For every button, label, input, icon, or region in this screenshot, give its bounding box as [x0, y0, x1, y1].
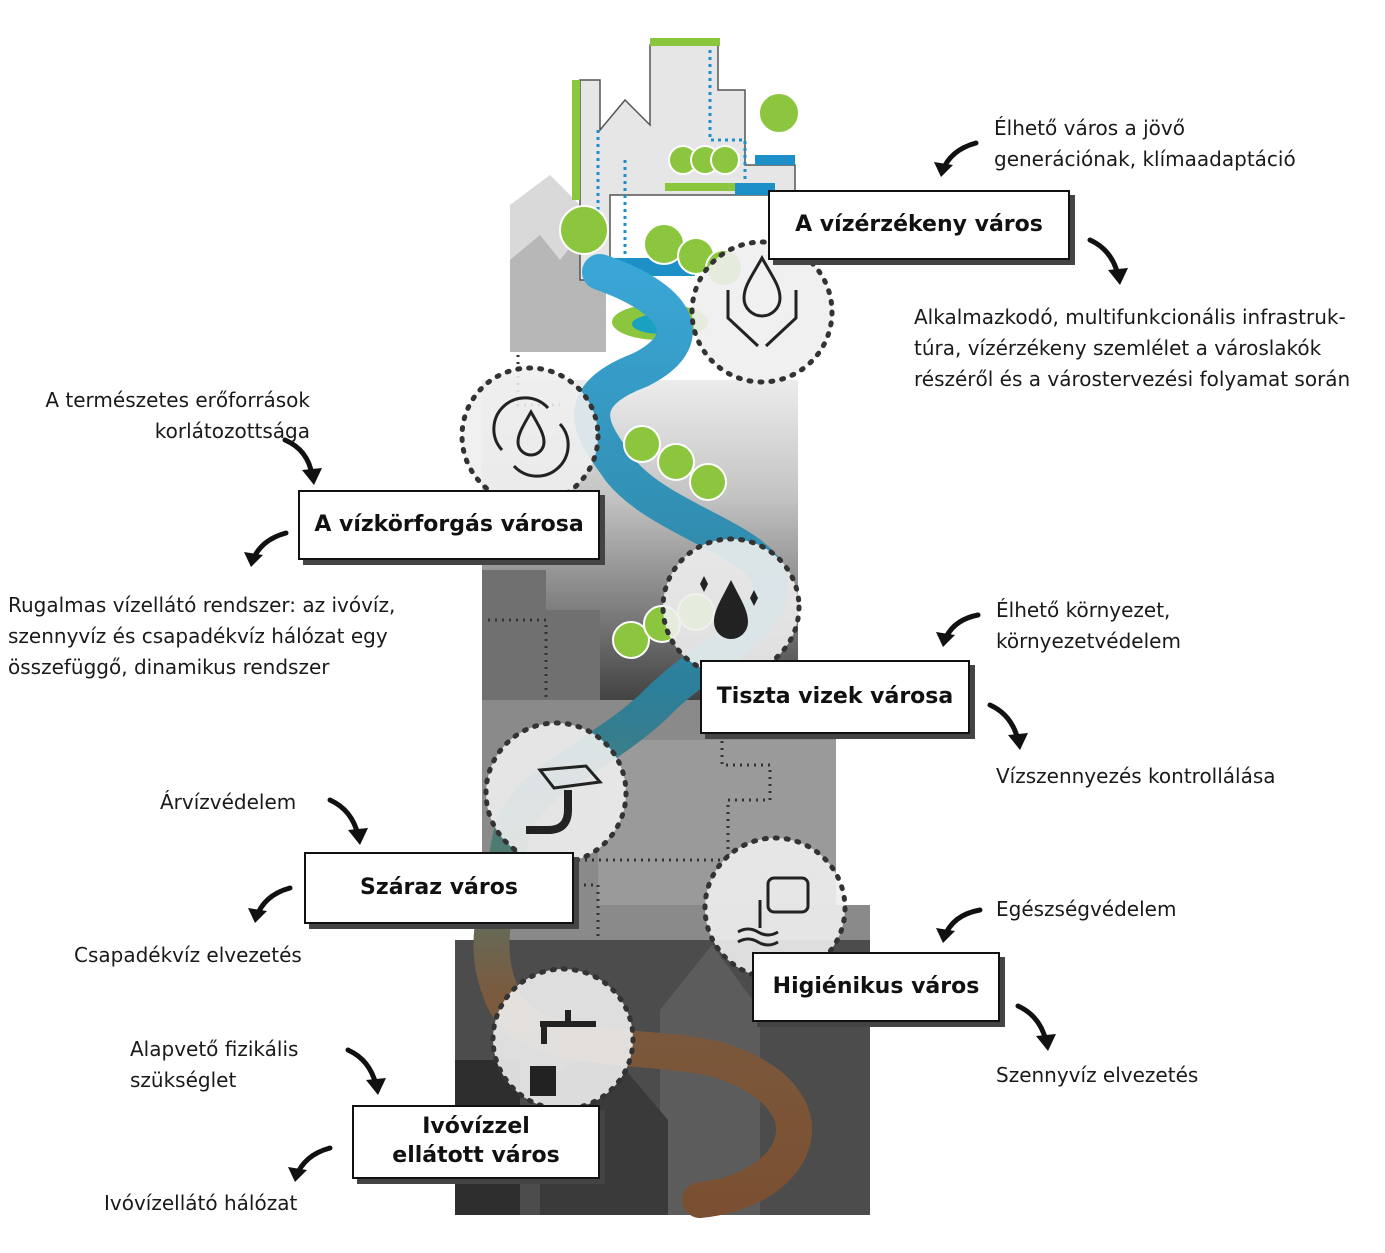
stage-box-ivovizzel: Ivóvízzel ellátott város	[352, 1105, 600, 1179]
stage-box-vizkorforgas: A vízkörforgás városa	[298, 490, 600, 560]
description-ivovizzel: Ivóvízellátó hálózat	[104, 1191, 298, 1215]
benefit-vizerzekeny: Élhető város a jövő generációnak, klímaa…	[994, 116, 1296, 171]
arrows	[244, 140, 1128, 1182]
description-szaraz: Csapadékvíz elvezetés	[74, 943, 302, 967]
description-tiszta: Vízszennyezés kontrollálása	[996, 764, 1276, 788]
stage-box-vizerzekeny: A vízérzékeny város	[768, 190, 1070, 260]
clean-drop-icon	[660, 536, 802, 678]
description-higienikus: Szennyvíz elvezetés	[996, 1063, 1199, 1087]
sewage-pipe-icon	[702, 835, 848, 981]
benefit-ivovizzel: Alapvető fizikális szükséglet	[130, 1037, 299, 1092]
water-cycle-icon	[459, 365, 601, 507]
stage-box-tiszta: Tiszta vizek városa	[700, 660, 970, 734]
stage-box-higienikus: Higiénikus város	[752, 952, 1000, 1022]
benefit-szaraz: Árvízvédelem	[160, 790, 297, 814]
description-vizkorforgas: Rugalmas vízellátó rendszer: az ivóvíz, …	[8, 593, 396, 679]
storm-drain-icon	[483, 720, 629, 866]
stage-box-szaraz: Száraz város	[304, 852, 574, 924]
benefit-tiszta: Élhető környezet, környezetvédelem	[996, 598, 1181, 653]
benefit-vizkorforgas: A természetes erőforrások korlátozottság…	[45, 388, 310, 443]
water-tap-icon	[490, 966, 636, 1112]
description-vizerzekeny: Alkalmazkodó, multifunkcionális infrastr…	[914, 305, 1351, 391]
benefit-higienikus: Egészségvédelem	[996, 897, 1177, 921]
hands-water-drop-icon	[689, 239, 835, 385]
